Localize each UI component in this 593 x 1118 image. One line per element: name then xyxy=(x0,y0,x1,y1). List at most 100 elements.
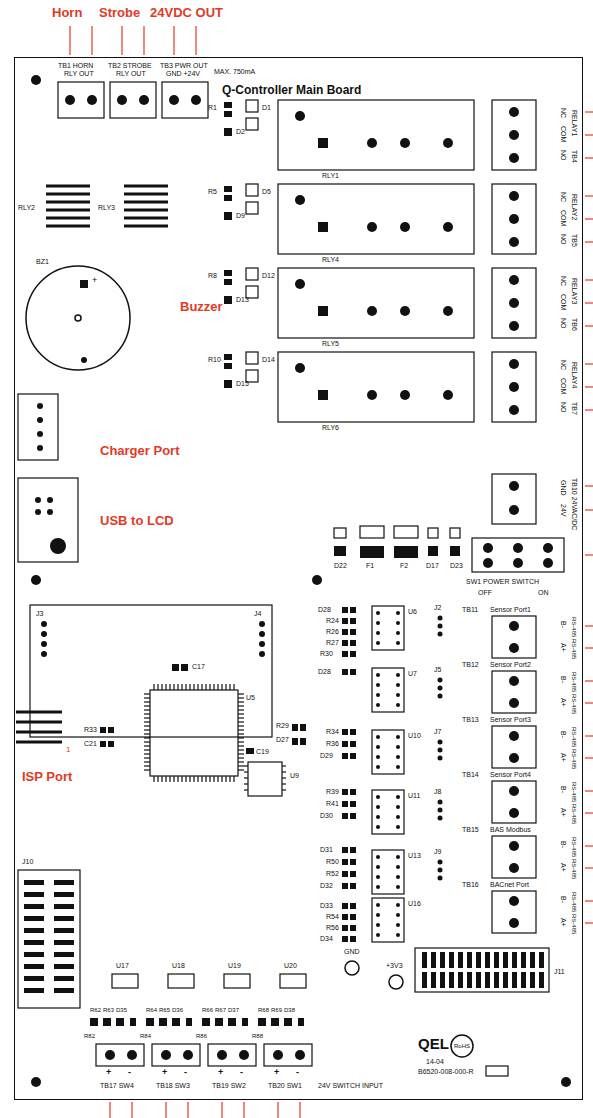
smd-pad xyxy=(350,903,356,909)
callout-label: 24VDC OUT xyxy=(150,6,223,19)
part-label: RELAY3 xyxy=(571,278,578,304)
part-label: R33 xyxy=(84,726,97,733)
relay-pin-bar xyxy=(46,209,90,212)
isp-pin-bar xyxy=(16,711,62,714)
part-label: TB15 xyxy=(462,826,479,833)
ic-pin xyxy=(396,693,400,697)
smd-pad xyxy=(350,859,356,865)
header-pin xyxy=(41,631,47,637)
part-label: D2 xyxy=(236,128,245,135)
chip-pin xyxy=(173,776,174,782)
diode-pad xyxy=(334,528,346,538)
callout-label: ISP Port xyxy=(22,770,72,783)
relay-pin xyxy=(400,306,410,316)
fuse-pad xyxy=(394,526,418,538)
part-label: RS-485 xyxy=(571,782,577,802)
chip-pin xyxy=(244,771,248,772)
opto-chip xyxy=(112,974,138,988)
led-pad xyxy=(224,128,232,136)
leader-tick xyxy=(585,554,593,555)
smd-pad xyxy=(342,914,348,920)
smd-pad xyxy=(342,651,348,657)
ic-pin xyxy=(376,903,380,907)
capacitor-pad xyxy=(108,741,114,747)
part-label: QEL xyxy=(418,1036,449,1051)
ic-pin xyxy=(396,865,400,869)
terminal-screw xyxy=(191,95,201,105)
switch-pin xyxy=(543,543,553,553)
ic-pin xyxy=(376,745,380,749)
leader-tick xyxy=(585,409,593,410)
part-label: TB1 HORN xyxy=(58,62,93,69)
terminal-block xyxy=(492,616,536,658)
ic-pin xyxy=(376,913,380,917)
rohs-mark xyxy=(451,1035,473,1057)
leader-tick xyxy=(585,680,593,681)
resistor-pad xyxy=(224,270,232,276)
ic-pin xyxy=(396,621,400,625)
part-label: R54 xyxy=(326,913,339,920)
terminal-screw xyxy=(117,95,127,105)
jumper-pin xyxy=(438,678,443,683)
part-label: R64 xyxy=(146,1007,157,1013)
connector-pin xyxy=(512,952,517,968)
relay-outline xyxy=(278,184,474,254)
chip-pin xyxy=(201,776,202,782)
part-label: RS-485 xyxy=(571,727,577,747)
leader-tick xyxy=(585,279,593,280)
part-label: J11 xyxy=(554,968,565,975)
part-label: RS-485 xyxy=(571,859,577,879)
diode-pad xyxy=(428,546,438,556)
port-pin xyxy=(37,445,43,451)
part-label: GND xyxy=(344,948,360,955)
ic-pin xyxy=(376,673,380,677)
leader-tick xyxy=(165,1102,166,1118)
part-label: D17 xyxy=(426,562,439,569)
header-pin xyxy=(41,621,47,627)
chip-pin xyxy=(144,705,150,706)
header-pin xyxy=(259,621,265,627)
diode-pad xyxy=(300,738,306,745)
terminal-screw xyxy=(509,621,519,631)
smd-pad xyxy=(202,1018,210,1026)
isp-pin-bar xyxy=(16,741,62,744)
leader-tick xyxy=(131,1102,132,1118)
part-label: Sensor Port2 xyxy=(490,661,531,668)
chip-pin xyxy=(238,737,244,738)
part-label: + xyxy=(92,276,97,285)
part-label: RLY4 xyxy=(322,256,339,263)
smd-pad xyxy=(258,1018,266,1026)
relay-pin-bar xyxy=(124,209,168,212)
smd-pad xyxy=(342,801,348,807)
chip-pin xyxy=(238,733,244,734)
part-label: D12 xyxy=(262,272,275,279)
part-label: RS-485 xyxy=(571,892,577,912)
part-label: R27 xyxy=(326,639,339,646)
terminal-block xyxy=(492,184,536,254)
relay-pin-bar xyxy=(46,217,90,220)
part-label: R62 xyxy=(90,1007,101,1013)
terminal-screw xyxy=(509,918,519,928)
capacitor-pad xyxy=(100,741,106,747)
part-label: R8 xyxy=(208,272,217,279)
smd-pad xyxy=(342,669,348,675)
ic-pin xyxy=(396,885,400,889)
port-pin xyxy=(37,417,43,423)
leader-tick xyxy=(585,386,593,387)
fuse-pad xyxy=(360,526,384,538)
ic-pin xyxy=(376,795,380,799)
jumper-pin xyxy=(438,616,443,621)
resistor-pad xyxy=(224,354,232,360)
chip-pin xyxy=(225,776,226,782)
part-label: D28 xyxy=(318,606,331,613)
ic-pin xyxy=(396,745,400,749)
chip-pin xyxy=(238,701,244,702)
connector-pin xyxy=(422,952,427,968)
ic-pin xyxy=(376,735,380,739)
chip-pin xyxy=(185,776,186,782)
smd-pad xyxy=(350,813,356,819)
part-label: B- xyxy=(560,731,567,738)
part-label: Sensor Port1 xyxy=(490,606,531,613)
relay-pin xyxy=(295,279,305,289)
isp-pin-bar xyxy=(16,721,62,724)
